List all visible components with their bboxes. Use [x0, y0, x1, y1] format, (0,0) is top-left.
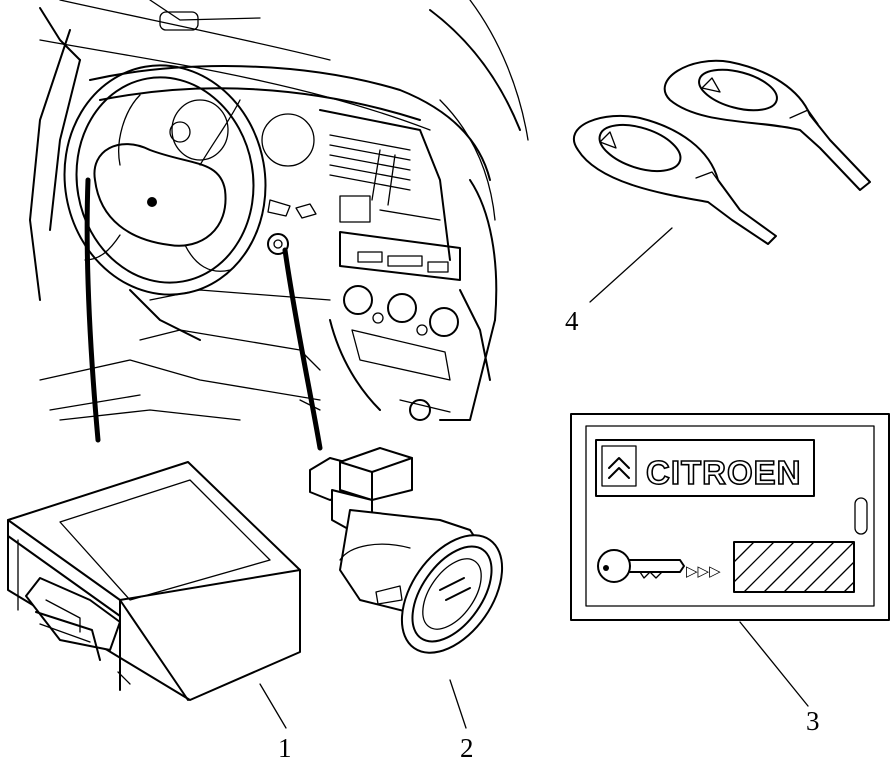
card-brand-text: CITROEN	[646, 454, 802, 491]
citroen-chevron-logo-icon	[608, 457, 630, 479]
hatched-code-area	[733, 541, 855, 593]
callout-2: 2	[460, 733, 474, 763]
keys-illustration	[572, 59, 871, 245]
arrow-chevrons-icon: ▷▷▷	[686, 562, 721, 580]
control-unit-box	[7, 461, 301, 701]
callout-1: 1	[278, 733, 292, 763]
code-card: CITROEN ▷▷▷	[570, 413, 890, 621]
leader-lines	[259, 227, 809, 729]
dashboard-illustration	[29, 0, 529, 451]
callout-4: 4	[565, 306, 579, 336]
key-icon	[597, 549, 685, 583]
ignition-switch-assembly	[309, 447, 504, 654]
callout-3: 3	[806, 706, 820, 736]
